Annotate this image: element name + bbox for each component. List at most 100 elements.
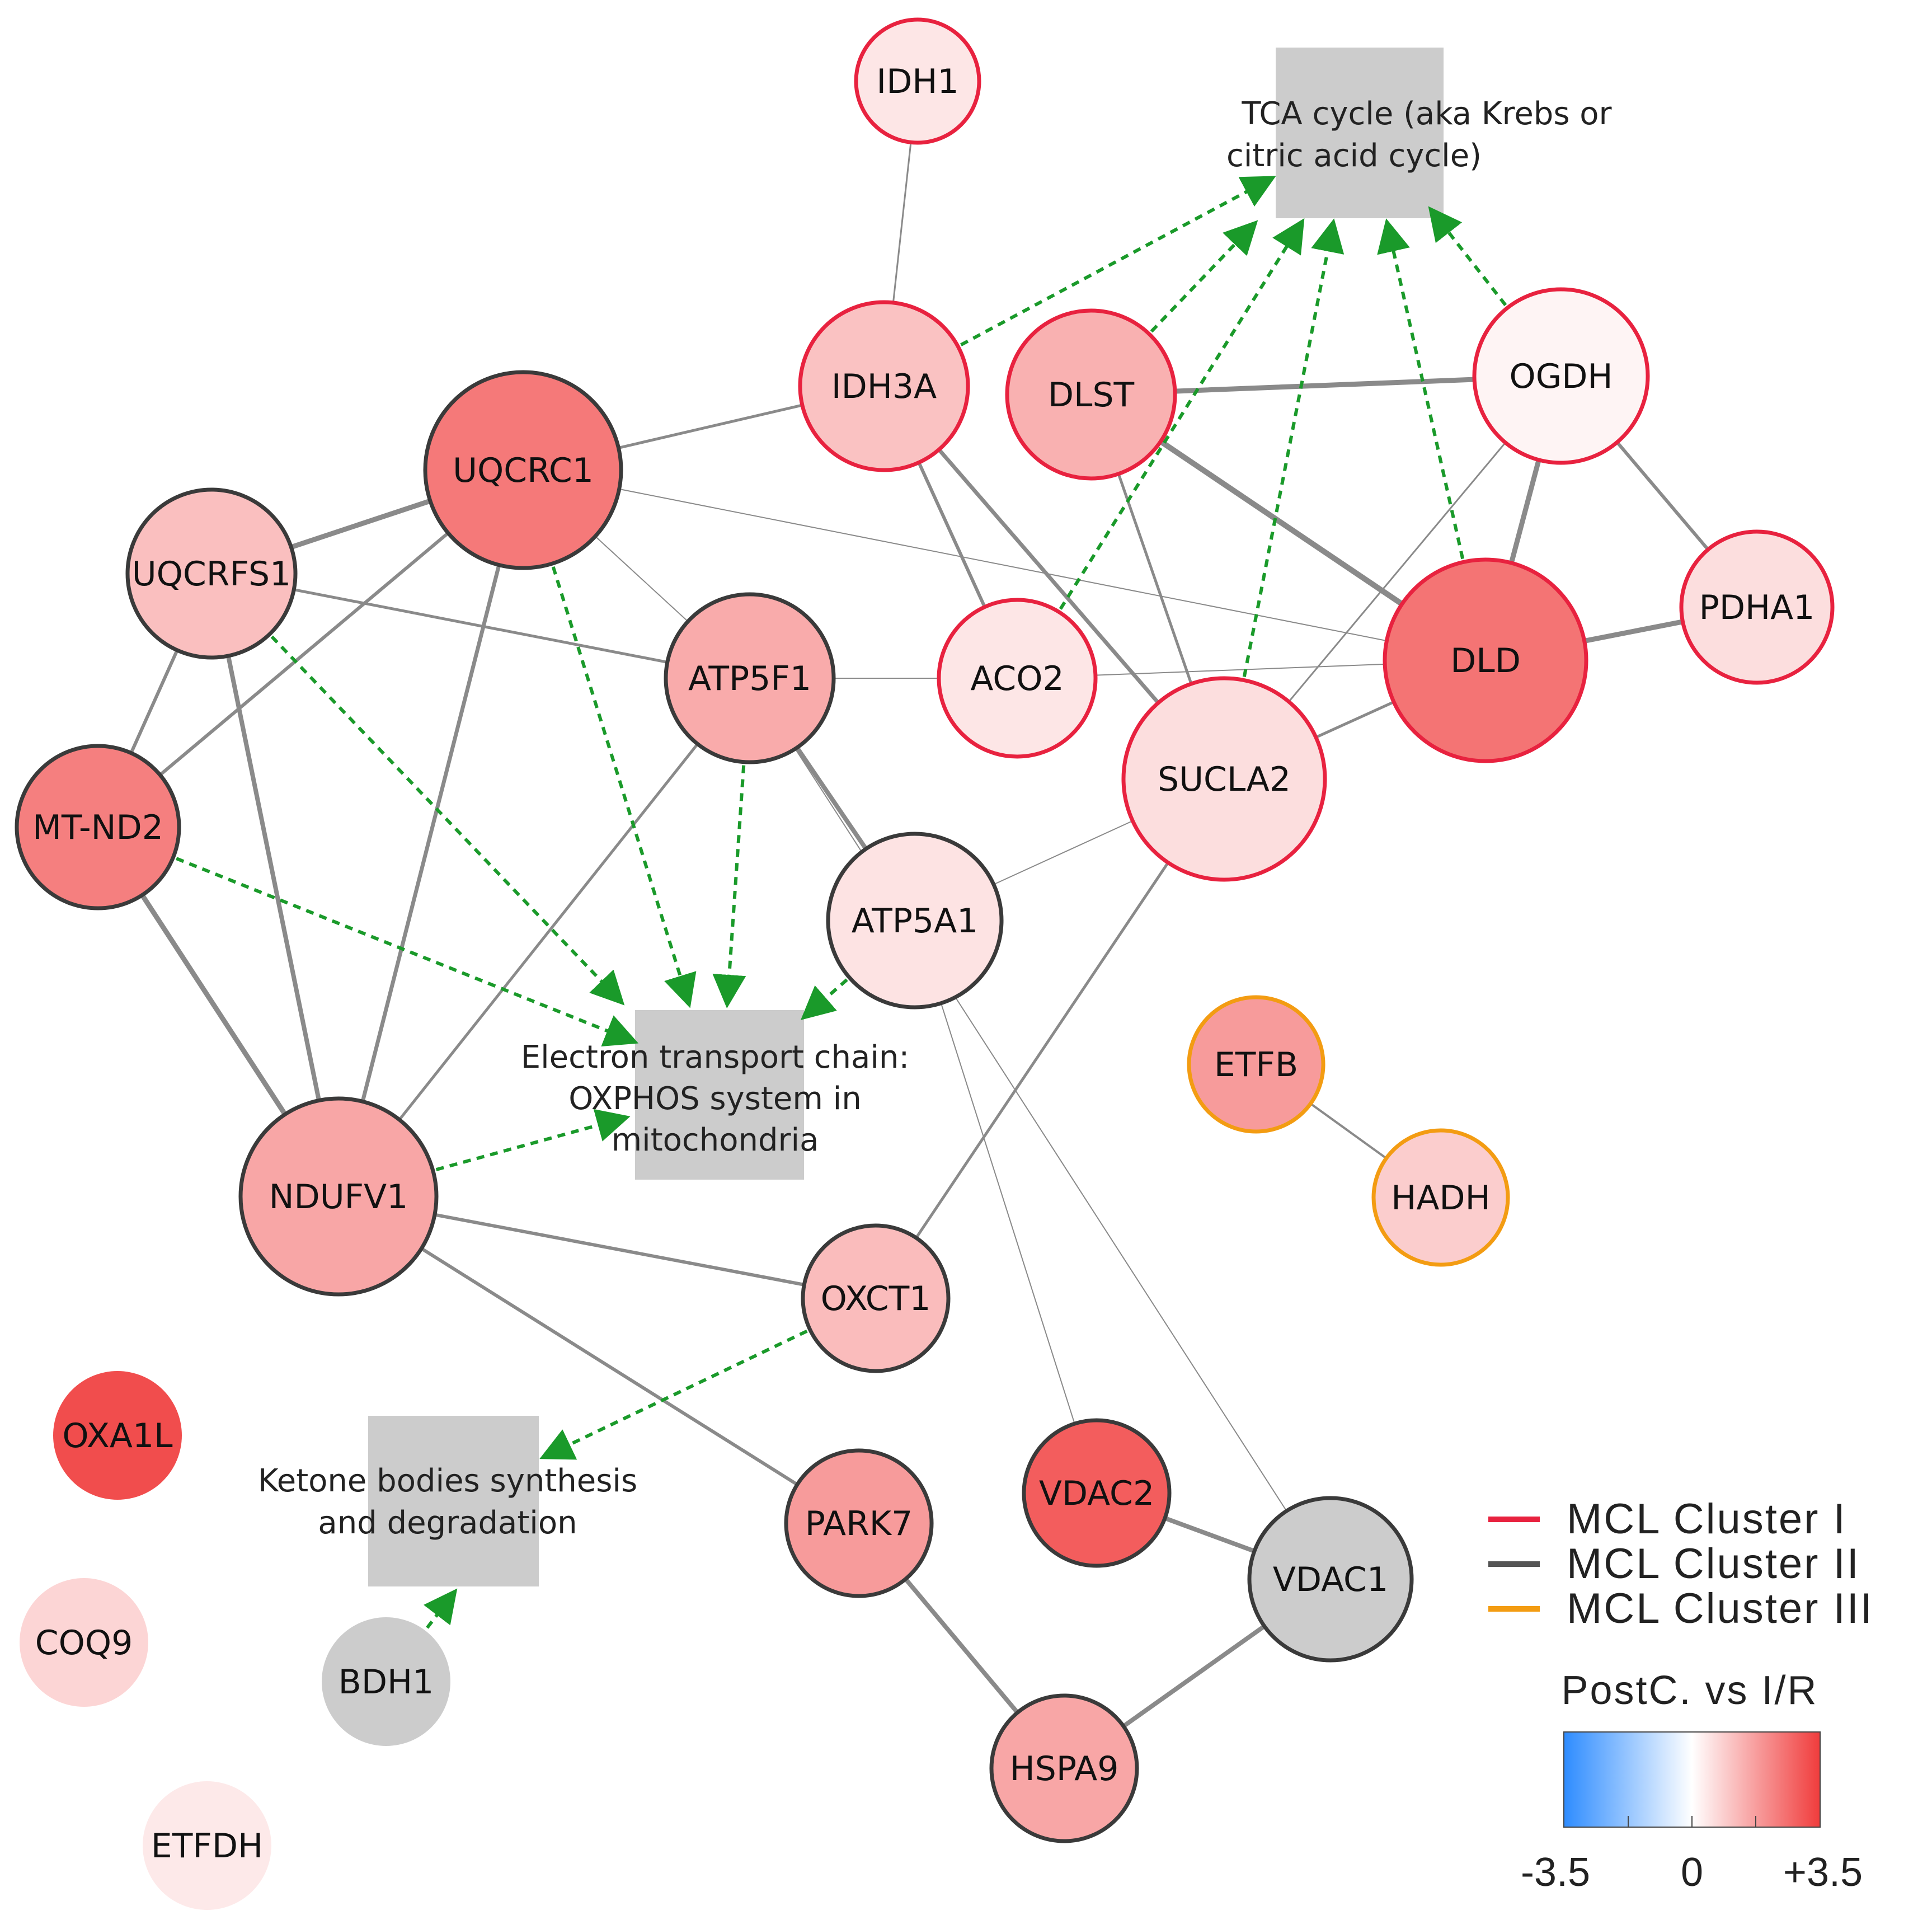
node-circle	[826, 832, 1004, 1010]
node-circle	[423, 370, 623, 570]
pathway-label-etc-line2: OXPHOS system in	[568, 1081, 861, 1117]
node-atp5a1[interactable]: ATP5A1	[826, 832, 1004, 1010]
pathway-ketone-bodies[interactable]	[368, 1416, 539, 1586]
node-label: VDAC2	[1039, 1474, 1154, 1513]
node-dlst[interactable]: DLST	[1005, 308, 1177, 481]
node-idh3a[interactable]: IDH3A	[798, 300, 970, 472]
node-circle	[1371, 1128, 1510, 1267]
edge-uqcrfs1-ndufv1	[209, 571, 341, 1199]
node-circle	[1005, 308, 1177, 481]
node-circle	[1383, 557, 1588, 763]
legend-label-cluster-2: MCL Cluster II	[1567, 1540, 1860, 1588]
node-dld[interactable]: DLD	[1383, 557, 1588, 763]
arrow-ogdh-to-tca	[1428, 206, 1507, 307]
node-label: PARK7	[805, 1504, 913, 1543]
node-circle	[1679, 529, 1835, 685]
node-circle	[854, 17, 981, 145]
node-park7[interactable]: PARK7	[784, 1448, 934, 1598]
arrow-dld-to-tca	[1377, 218, 1465, 560]
node-idh1[interactable]: IDH1	[854, 17, 981, 145]
arrow-bdh1-to-ket	[424, 1588, 458, 1629]
node-etfdh[interactable]: ETFDH	[143, 1781, 271, 1910]
node-pdha1[interactable]: PDHA1	[1679, 529, 1835, 685]
legend-label-cluster-3: MCL Cluster III	[1567, 1585, 1874, 1632]
node-vdac1[interactable]: VDAC1	[1247, 1496, 1414, 1663]
node-circle	[53, 1371, 182, 1500]
color-scale-min-label: -3.5	[1521, 1850, 1590, 1895]
edge-dld-uqcrc1	[523, 470, 1486, 661]
color-scale-mid-label: 0	[1681, 1850, 1703, 1895]
node-label: HADH	[1391, 1179, 1490, 1218]
arrow-atp5f1-to-etc	[712, 765, 746, 1008]
pathway-box-tca	[1276, 48, 1444, 218]
node-label: HSPA9	[1010, 1749, 1119, 1788]
pathway-tca-cycle[interactable]	[1276, 48, 1444, 218]
node-circle	[143, 1781, 271, 1910]
node-circle	[989, 1693, 1139, 1843]
node-label: ACO2	[970, 659, 1064, 698]
node-bdh1[interactable]: BDH1	[322, 1617, 450, 1746]
legend: MCL Cluster I MCL Cluster II MCL Cluster…	[1488, 1495, 1874, 1895]
node-circle	[238, 1096, 439, 1297]
node-circle	[798, 300, 970, 472]
pathway-label-etc-line1: Electron transport chain:	[521, 1039, 910, 1076]
edge-atp5a1-vdac2	[914, 920, 1097, 1494]
node-coq9[interactable]: COQ9	[20, 1578, 148, 1707]
node-ogdh[interactable]: OGDH	[1472, 287, 1650, 465]
legend-label-cluster-1: MCL Cluster I	[1567, 1495, 1847, 1543]
node-uqcrfs1[interactable]: UQCRFS1	[125, 487, 298, 660]
node-circle	[20, 1578, 148, 1707]
edge-atp5f1-ndufv1	[337, 677, 751, 1198]
node-mt-nd2[interactable]: MT-ND2	[15, 744, 181, 910]
pathway-label-tca-line1: TCA cycle (aka Krebs or	[1241, 96, 1612, 132]
node-sucla2[interactable]: SUCLA2	[1121, 676, 1327, 882]
node-circle	[801, 1223, 951, 1373]
node-circle	[1187, 995, 1325, 1134]
node-circle	[784, 1448, 934, 1598]
node-label: VDAC1	[1273, 1560, 1388, 1599]
node-label: DLST	[1048, 375, 1135, 415]
pathway-label-etc-line3: mitochondria	[612, 1122, 819, 1158]
pathway-label-tca-line2: citric acid cycle)	[1226, 138, 1482, 174]
node-circle	[1022, 1418, 1172, 1568]
pathway-box-etc	[635, 1010, 804, 1180]
node-label: ETFDH	[151, 1827, 263, 1866]
color-scale-title: PostC. vs I/R	[1561, 1668, 1818, 1713]
node-label: COQ9	[35, 1623, 133, 1663]
node-uqcrc1[interactable]: UQCRC1	[423, 370, 623, 570]
node-label: IDH1	[876, 62, 958, 101]
node-label: MT-ND2	[32, 808, 163, 847]
color-scale-bar	[1563, 1731, 1821, 1828]
arrow-dlst-to-tca	[1150, 220, 1258, 333]
node-label: ATP5A1	[852, 902, 979, 941]
edge-atp5f1-vdac1	[749, 678, 1331, 1580]
pathway-electron-transport-chain[interactable]	[635, 1010, 804, 1180]
node-label: OGDH	[1509, 357, 1613, 396]
edge-uqcrc1-ndufv1	[336, 468, 525, 1199]
node-hadh[interactable]: HADH	[1371, 1128, 1510, 1267]
node-circle	[1472, 287, 1650, 465]
edge-ndufv1-park7	[337, 1195, 861, 1525]
arrow-oxct1-to-ket	[539, 1329, 808, 1460]
node-label: UQCRFS1	[132, 555, 291, 594]
node-label: NDUFV1	[269, 1177, 408, 1217]
node-circle	[664, 592, 836, 764]
node-etfb[interactable]: ETFB	[1187, 995, 1325, 1134]
node-ndufv1[interactable]: NDUFV1	[238, 1096, 439, 1297]
node-oxa1l[interactable]: OXA1L	[53, 1371, 182, 1500]
node-circle	[1247, 1496, 1414, 1663]
edge-uqcrfs1-atp5f1	[210, 572, 751, 680]
node-label: PDHA1	[1699, 588, 1815, 627]
edge-sucla2-oxct1	[874, 777, 1226, 1300]
arrow-uqcrfs1-to-etc	[270, 635, 625, 1006]
node-vdac2[interactable]: VDAC2	[1022, 1418, 1172, 1568]
node-circle	[937, 598, 1098, 759]
node-aco2[interactable]: ACO2	[937, 598, 1098, 759]
arrow-sucla2-to-tca	[1242, 218, 1345, 678]
node-hspa9[interactable]: HSPA9	[989, 1693, 1139, 1843]
node-label: ETFB	[1214, 1045, 1298, 1085]
node-oxct1[interactable]: OXCT1	[801, 1223, 951, 1373]
node-circle	[125, 487, 298, 660]
color-scale-max-label: +3.5	[1783, 1850, 1863, 1895]
node-atp5f1[interactable]: ATP5F1	[664, 592, 836, 764]
